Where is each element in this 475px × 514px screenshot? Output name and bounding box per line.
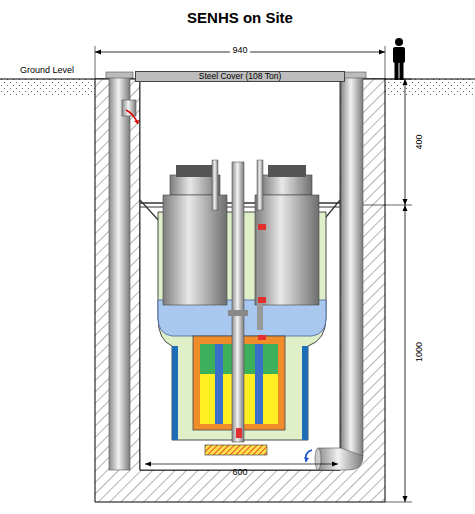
illustration-part [134,120,139,124]
dimension-label: 600 [232,468,247,478]
illustration-part [212,160,218,210]
illustration-part [140,79,340,470]
illustration-part [109,76,130,470]
diagram-title: SENHS on Site [187,10,293,27]
illustration-part [215,344,223,424]
illustration-part [258,297,266,303]
dimension-label: 400 [415,134,425,149]
illustration-part [176,165,214,177]
illustration-part [145,464,338,465]
illustration-part [315,448,321,470]
illustration-part [395,38,403,46]
illustration-part [393,47,405,63]
ground-level-label: Ground Level [20,66,74,76]
illustration-part [268,165,306,177]
illustration-part [95,46,96,79]
dimension-label: 940 [230,46,249,56]
illustration-part [385,79,475,95]
illustration-part [126,110,138,124]
illustration-part [255,344,263,424]
illustration-part [400,62,404,80]
illustration-part [257,225,263,330]
illustration-part [232,162,244,442]
illustration-part [122,100,136,116]
illustration-part [395,62,399,80]
dimension-label: 1000 [415,342,425,362]
illustration-part [318,448,363,470]
illustration-part [262,175,312,195]
illustration-part [255,195,319,305]
illustration-part [385,46,386,79]
illustration-part [0,79,95,95]
illustration-part [205,445,267,455]
illustration-part [258,335,266,340]
illustration-part [341,76,363,456]
illustration-part [405,79,406,502]
illustration-part [228,310,248,316]
illustration-part [145,462,338,467]
illustration-part [258,224,266,230]
illustration-part [385,502,412,503]
illustration-part [403,79,408,502]
illustration-part [304,457,309,462]
steel-cover: Steel Cover (108 Ton) [135,71,345,82]
illustration-part [236,428,242,438]
illustration-part [393,38,405,80]
illustration-part [106,72,133,78]
illustration-part [163,195,227,305]
illustration-part [257,160,263,210]
node-text: Steel Cover (108 Ton) [138,72,342,81]
